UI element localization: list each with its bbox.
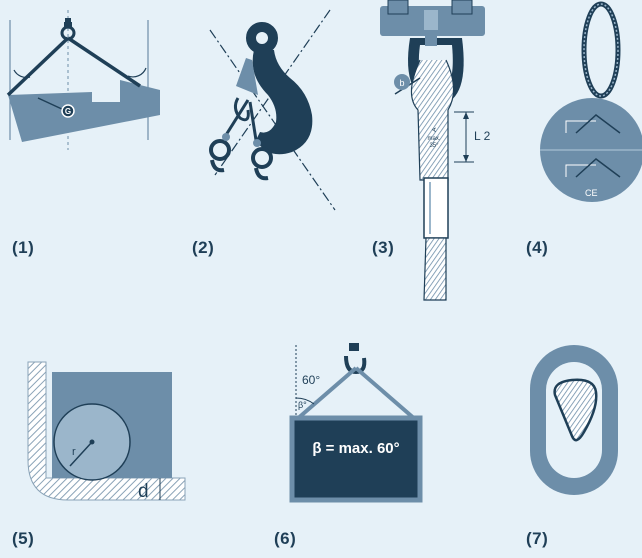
angle-note-max: max. (427, 136, 440, 142)
figure-1-tilted-load: G (6, 10, 160, 150)
figure-caption-3: (3) (372, 238, 395, 257)
figure-caption-1: (1) (12, 238, 35, 257)
crane-hook-icon (60, 18, 76, 41)
ce-mark-label: CE (585, 188, 598, 198)
small-hook-left-icon (209, 133, 231, 173)
figure-7-chain-link (530, 345, 618, 495)
figure-caption-7: (7) (526, 529, 549, 548)
leg-length-label: L 2 (474, 129, 491, 143)
angle-note-value: 35° (429, 143, 439, 149)
beta-angle-label: β° (298, 400, 307, 410)
figure-caption-4: (4) (526, 238, 549, 257)
small-hook-right-icon (251, 139, 273, 181)
figure-caption-2: (2) (192, 238, 215, 257)
figure-3-wire-rope-eye: b ∢ max. 35° L 2 (380, 0, 491, 301)
figure-2-hook-tip-loading (209, 9, 336, 211)
hook-body (252, 50, 313, 155)
figure-5-edge-radius: r d (27, 361, 186, 502)
figure-4-sling-tag: CE (540, 1, 642, 202)
crane-hook-icon-2 (344, 343, 367, 375)
figure-6-sling-angle-plate: 60° β° β = max. 60° (289, 343, 423, 503)
warning-plate (289, 415, 423, 503)
dimension-b-label: b (399, 78, 404, 88)
center-of-gravity-label: G (65, 107, 71, 116)
tilted-load-block (8, 80, 160, 142)
diameter-label: d (138, 481, 149, 502)
radius-label: r (72, 446, 76, 458)
sling-angle-label: 60° (302, 373, 320, 387)
figure-caption-6: (6) (274, 529, 297, 548)
plate-text: β = max. 60° (312, 440, 399, 457)
rope-cross-section (553, 378, 598, 442)
svg-text:∢: ∢ (431, 128, 436, 134)
rope-ferrule (423, 177, 449, 239)
figure-caption-5: (5) (12, 529, 35, 548)
